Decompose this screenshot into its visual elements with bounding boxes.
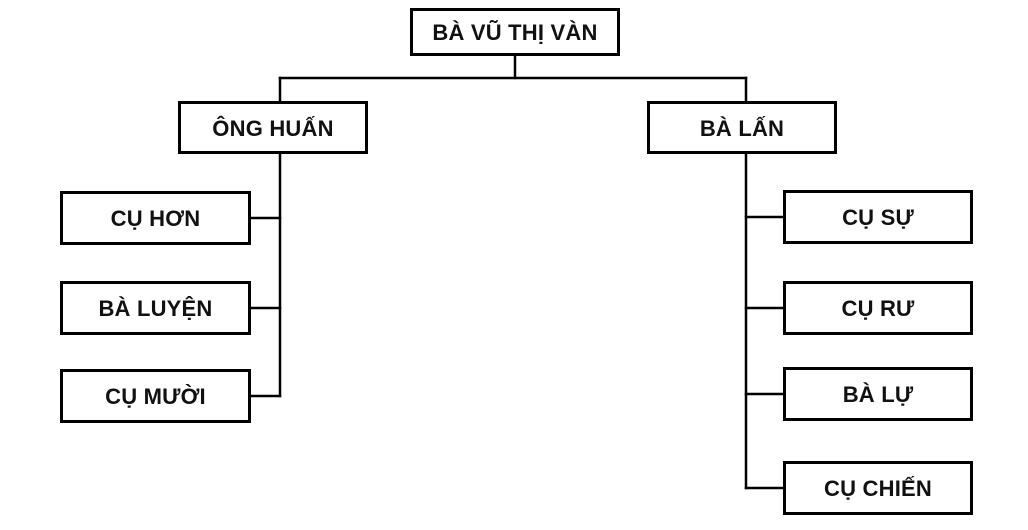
node-label: CỤ CHIẾN bbox=[824, 476, 932, 501]
node-cu-hon: CỤ HƠN bbox=[60, 191, 251, 245]
node-label: BÀ LỰ bbox=[842, 382, 914, 407]
node-label: BÀ LUYỆN bbox=[98, 296, 213, 321]
node-label: CỤ HƠN bbox=[110, 206, 201, 231]
node-label: BÀ VŨ THỊ VÀN bbox=[432, 20, 598, 45]
node-label: CỤ SỰ bbox=[842, 205, 914, 230]
node-label: ÔNG HUẤN bbox=[212, 115, 334, 141]
node-cu-chien: CỤ CHIẾN bbox=[783, 461, 973, 515]
node-label: CỤ MƯỜI bbox=[105, 384, 206, 409]
node-label: BÀ LẤN bbox=[699, 115, 785, 141]
node-ba-lan: BÀ LẤN bbox=[647, 101, 837, 154]
node-ba-vu-thi-van: BÀ VŨ THỊ VÀN bbox=[410, 8, 620, 56]
node-cu-muoi: CỤ MƯỜI bbox=[60, 369, 251, 423]
node-ba-lu: BÀ LỰ bbox=[783, 367, 973, 421]
node-cu-su: CỤ SỰ bbox=[783, 190, 973, 244]
node-ba-luyen: BÀ LUYỆN bbox=[60, 281, 251, 335]
node-cu-ru: CỤ RƯ bbox=[783, 281, 973, 335]
node-label: CỤ RƯ bbox=[841, 296, 915, 321]
node-ong-huan: ÔNG HUẤN bbox=[178, 101, 368, 154]
